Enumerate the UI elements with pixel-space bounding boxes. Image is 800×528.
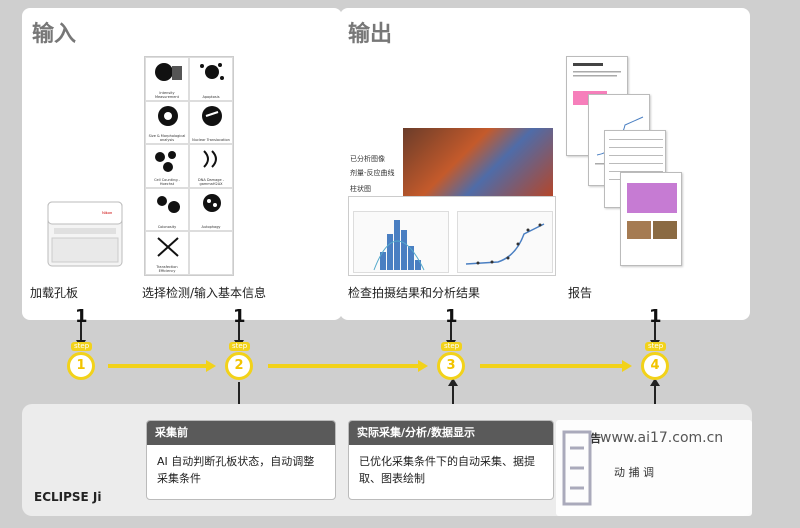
- detection-cell[interactable]: DNA Damage - gammaH2AX: [189, 144, 233, 188]
- caption-select-detection: 选择检测/输入基本信息: [142, 286, 267, 300]
- caption-load-plate: 加载孔板: [30, 286, 79, 300]
- svg-text:Nikon: Nikon: [102, 210, 112, 215]
- step-tag: step: [645, 342, 667, 351]
- step-2-count: 1: [233, 306, 246, 327]
- partial-card-body: 动 捕 调: [614, 466, 654, 479]
- step-tag: step: [441, 342, 463, 351]
- analyzed-image: [403, 128, 553, 196]
- pre-acquisition-card: 采集前 AI 自动判断孔板状态，自动调整采集条件: [146, 420, 336, 500]
- card-title: 采集前: [147, 421, 335, 445]
- output-title: 输出: [348, 22, 393, 47]
- detection-cell[interactable]: Transfection Efficiency: [145, 231, 189, 275]
- card-title: 实际采集/分析/数据显示: [349, 421, 553, 445]
- watermark-overlay: 告 www.ai17.com.cn 动 捕 调: [556, 420, 752, 516]
- detection-cell[interactable]: Colonosity: [145, 187, 189, 232]
- histogram-plot: [353, 211, 449, 273]
- detection-cell[interactable]: Size & Morphological analysis: [145, 100, 189, 145]
- caption-report: 报告: [568, 286, 593, 300]
- step-3-marker: 3: [437, 352, 465, 380]
- detection-cell[interactable]: Intensity Measurement: [145, 57, 189, 101]
- step-1-marker: 1: [67, 352, 95, 380]
- step-4-count: 1: [649, 306, 662, 327]
- report-page: [620, 172, 682, 266]
- card-body: AI 自动判断孔板状态，自动调整采集条件: [157, 455, 315, 485]
- detection-cell-empty: [189, 231, 233, 275]
- analysis-window: [348, 196, 556, 276]
- caption-check-results: 检查拍摄结果和分析结果: [348, 286, 481, 300]
- microscope-instrument-image: Nikon: [47, 201, 123, 267]
- detection-cell[interactable]: Cell Counting - Hoechst: [145, 144, 189, 188]
- annotation-dose-response: 剂量-反应曲线: [350, 169, 395, 177]
- step-1-count: 1: [75, 306, 88, 327]
- acquisition-analysis-card: 实际采集/分析/数据显示 已优化采集条件下的自动采集、据提取、图表绘制: [348, 420, 554, 500]
- detection-cell[interactable]: Autophagy: [189, 187, 233, 232]
- input-panel: 输入: [22, 8, 342, 320]
- input-title: 输入: [32, 22, 77, 47]
- detection-grid: Intensity Measurement Apoptosis Size & M…: [144, 56, 234, 276]
- system-name: ECLIPSE Ji: [34, 490, 102, 504]
- partial-card-title: 告: [590, 432, 601, 445]
- step-4-marker: 4: [641, 352, 669, 380]
- card-body: 已优化采集条件下的自动采集、据提取、图表绘制: [359, 455, 535, 485]
- detection-cell[interactable]: Apoptosis: [189, 57, 233, 101]
- step-tag: step: [71, 342, 93, 351]
- step-2-marker: 2: [225, 352, 253, 380]
- dose-response-plot: [457, 211, 553, 273]
- watermark-logo-icon: [562, 430, 592, 506]
- annotation-histogram: 柱状图: [350, 185, 371, 193]
- step-3-count: 1: [445, 306, 458, 327]
- watermark-url: www.ai17.com.cn: [600, 430, 724, 446]
- detection-cell[interactable]: Nuclear Translocation: [189, 100, 233, 145]
- annotation-analyzed-image: 已分析图像: [350, 155, 385, 163]
- step-tag: step: [229, 342, 251, 351]
